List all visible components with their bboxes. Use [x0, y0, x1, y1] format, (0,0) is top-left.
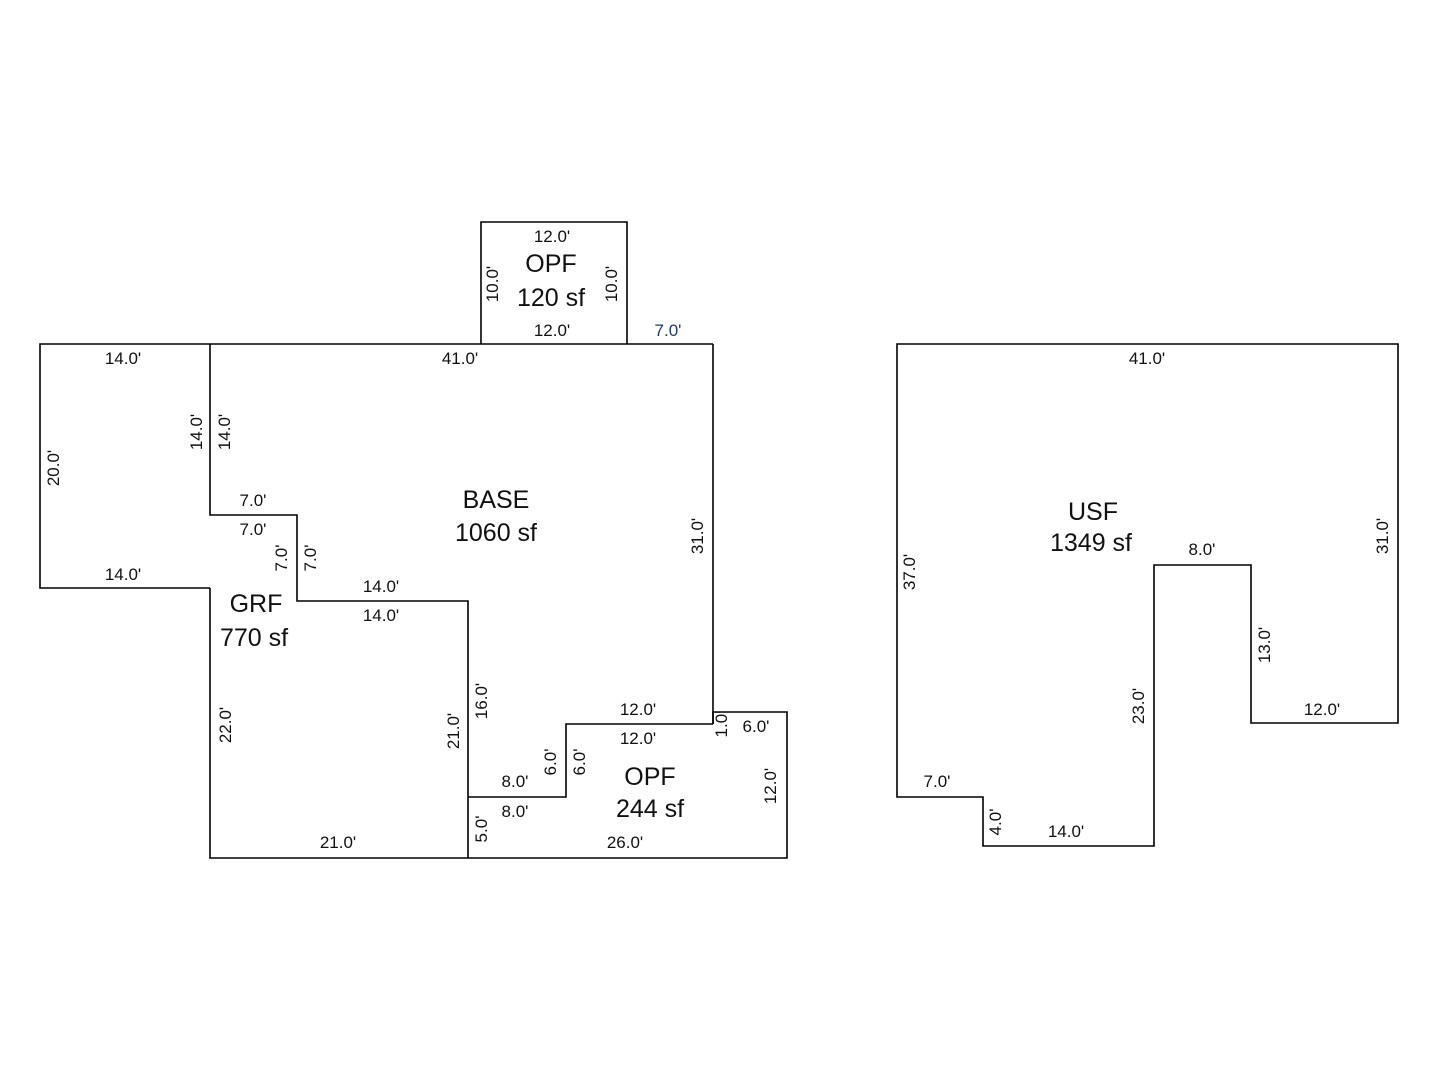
- opf-bottom-name: OPF: [624, 763, 675, 791]
- grf-name: GRF: [230, 590, 283, 618]
- dim-opf-b-left-low: 5.0': [472, 816, 491, 843]
- dim-opf-top-bottom: 12.0': [534, 321, 570, 340]
- opf-bottom-outline: [468, 711, 788, 859]
- usf-size: 1349 sf: [1050, 529, 1132, 557]
- opf-top-name: OPF: [525, 250, 576, 278]
- dim-step-c-top: 14.0': [363, 577, 399, 596]
- opf-top-outline: [480, 221, 628, 344]
- base-size: 1060 sf: [455, 519, 537, 547]
- dim-opf-top-right: 10.0': [602, 266, 621, 302]
- dim-usf-right: 31.0': [1373, 518, 1392, 554]
- dim-grf-left: 22.0': [216, 707, 235, 743]
- dim-base-top: 41.0': [442, 349, 478, 368]
- dim-usf-bottom-left: 7.0': [924, 772, 951, 791]
- base-left-steps: [209, 344, 469, 797]
- dim-opf-b-step-v-right: 6.0': [570, 749, 589, 776]
- base-bottom-steps: [468, 723, 713, 798]
- dim-opf-top-top: 12.0': [534, 227, 570, 246]
- grf-size: 770 sf: [220, 624, 288, 652]
- dim-usf-notch-top: 8.0': [1189, 540, 1216, 559]
- dim-opf-b-top-outer: 12.0': [620, 700, 656, 719]
- dim-opf-b-top-inner: 12.0': [620, 729, 656, 748]
- dim-opf-b-right-top: 6.0': [743, 717, 770, 736]
- area-labels: OPF 120 sf BASE 1060 sf GRF 770 sf OPF 2…: [220, 250, 1132, 823]
- dimension-labels: 12.0' 12.0' 7.0' 41.0' 14.0' 14.0' 7.0' …: [105, 227, 1340, 852]
- dim-opf-b-right: 12.0': [761, 768, 780, 804]
- garage-wing-outline: [39, 343, 210, 589]
- dim-opf-b-step-top: 8.0': [502, 772, 529, 791]
- dim-base-left-step-inner: 14.0': [215, 414, 234, 450]
- dim-step-c-bottom: 14.0': [363, 606, 399, 625]
- dim-opf-b-small-v: 1.0': [712, 711, 731, 738]
- dim-base-inner-vertical: 16.0': [472, 683, 491, 719]
- usf-outline: [896, 343, 1399, 847]
- dim-usf-top: 41.0': [1129, 349, 1165, 368]
- dim-base-right: 31.0': [688, 518, 707, 554]
- dim-usf-right-bottom: 12.0': [1304, 700, 1340, 719]
- dim-opf-b-step-v-left: 6.0': [541, 749, 560, 776]
- dim-base-left-step-outer: 14.0': [187, 414, 206, 450]
- grf-outline: [209, 588, 469, 859]
- opf-top-size: 120 sf: [517, 284, 585, 312]
- dim-grf-right: 21.0': [444, 713, 463, 749]
- dim-usf-left: 37.0': [900, 554, 919, 590]
- dim-usf-notch-right: 13.0': [1255, 627, 1274, 663]
- base-name: BASE: [463, 486, 530, 514]
- outlines: [39, 221, 1399, 859]
- opf-bottom-size: 244 sf: [616, 795, 684, 823]
- dim-usf-notch-left: 23.0': [1129, 688, 1148, 724]
- usf-name: USF: [1068, 498, 1118, 526]
- dim-garage-wing-top: 14.0': [105, 349, 141, 368]
- dim-base-top-right: 7.0': [655, 321, 682, 340]
- dim-garage-wing-bottom: 14.0': [105, 565, 141, 584]
- dim-usf-step-v: 4.0': [986, 809, 1005, 836]
- dim-usf-bottom: 14.0': [1048, 822, 1084, 841]
- dim-garage-wing-left: 20.0': [44, 450, 63, 486]
- dim-opf-b-bottom: 26.0': [607, 833, 643, 852]
- dim-opf-top-left: 10.0': [483, 266, 502, 302]
- dim-opf-b-step-bottom: 8.0': [502, 802, 529, 821]
- dim-grf-bottom: 21.0': [320, 833, 356, 852]
- dim-step-a-top: 7.0': [240, 491, 267, 510]
- dim-step-b-right: 7.0': [301, 545, 320, 572]
- dimension-labels-vertical: 10.0' 10.0' 20.0' 14.0' 14.0' 7.0' 7.0' …: [44, 266, 1392, 843]
- dim-step-a-bottom: 7.0': [240, 520, 267, 539]
- dim-step-b-left: 7.0': [272, 545, 291, 572]
